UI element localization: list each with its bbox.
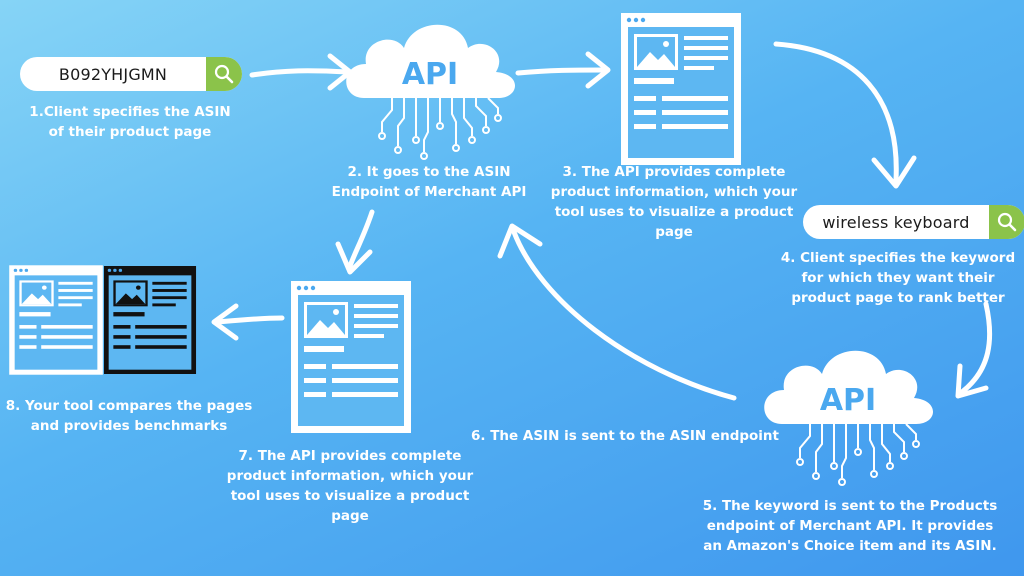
keyword-search-value: wireless keyboard xyxy=(822,212,970,232)
arrow-keyword-to-api xyxy=(955,301,993,399)
step-4-caption: 4. Client specifies the keyword for whic… xyxy=(780,250,1016,306)
cloud-api-icon: API xyxy=(764,350,933,486)
step-5-caption: 5. The keyword is sent to the Products e… xyxy=(702,498,998,554)
search-icon[interactable] xyxy=(989,205,1024,239)
step-6-caption: 6. The ASIN is sent to the ASIN endpoint xyxy=(470,428,779,444)
product-page-icon xyxy=(291,281,411,433)
step-2-caption: 2. It goes to the ASIN Endpoint of Merch… xyxy=(331,164,527,200)
asin-search-value: B092YHJGMN xyxy=(58,64,168,84)
arrow-search-to-api xyxy=(249,53,353,91)
step-1-caption: 1.Client specifies the ASIN of their pro… xyxy=(29,104,231,140)
comparison-pages-icon xyxy=(9,265,197,375)
asin-search-bar[interactable]: B092YHJGMN xyxy=(20,57,242,91)
arrow-page-to-keyword xyxy=(773,41,917,189)
keyword-search-bar[interactable]: wireless keyboard xyxy=(803,205,1024,239)
arrow-endpoint-to-page xyxy=(335,209,375,275)
arrow-api-to-page xyxy=(515,51,611,89)
arrow-page-to-compare xyxy=(211,303,285,341)
cloud-api-icon: API xyxy=(346,24,515,160)
product-page-icon xyxy=(621,13,741,165)
arrow-api-to-asin-endpoint xyxy=(497,223,737,401)
search-icon[interactable] xyxy=(206,57,242,91)
step-3-caption: 3. The API provides complete product inf… xyxy=(550,164,798,240)
cloud-api-label: API xyxy=(402,57,458,92)
cloud-api-label: API xyxy=(820,383,876,418)
step-8-caption: 8. Your tool compares the pages and prov… xyxy=(5,398,253,434)
step-7-caption: 7. The API provides complete product inf… xyxy=(226,448,474,524)
